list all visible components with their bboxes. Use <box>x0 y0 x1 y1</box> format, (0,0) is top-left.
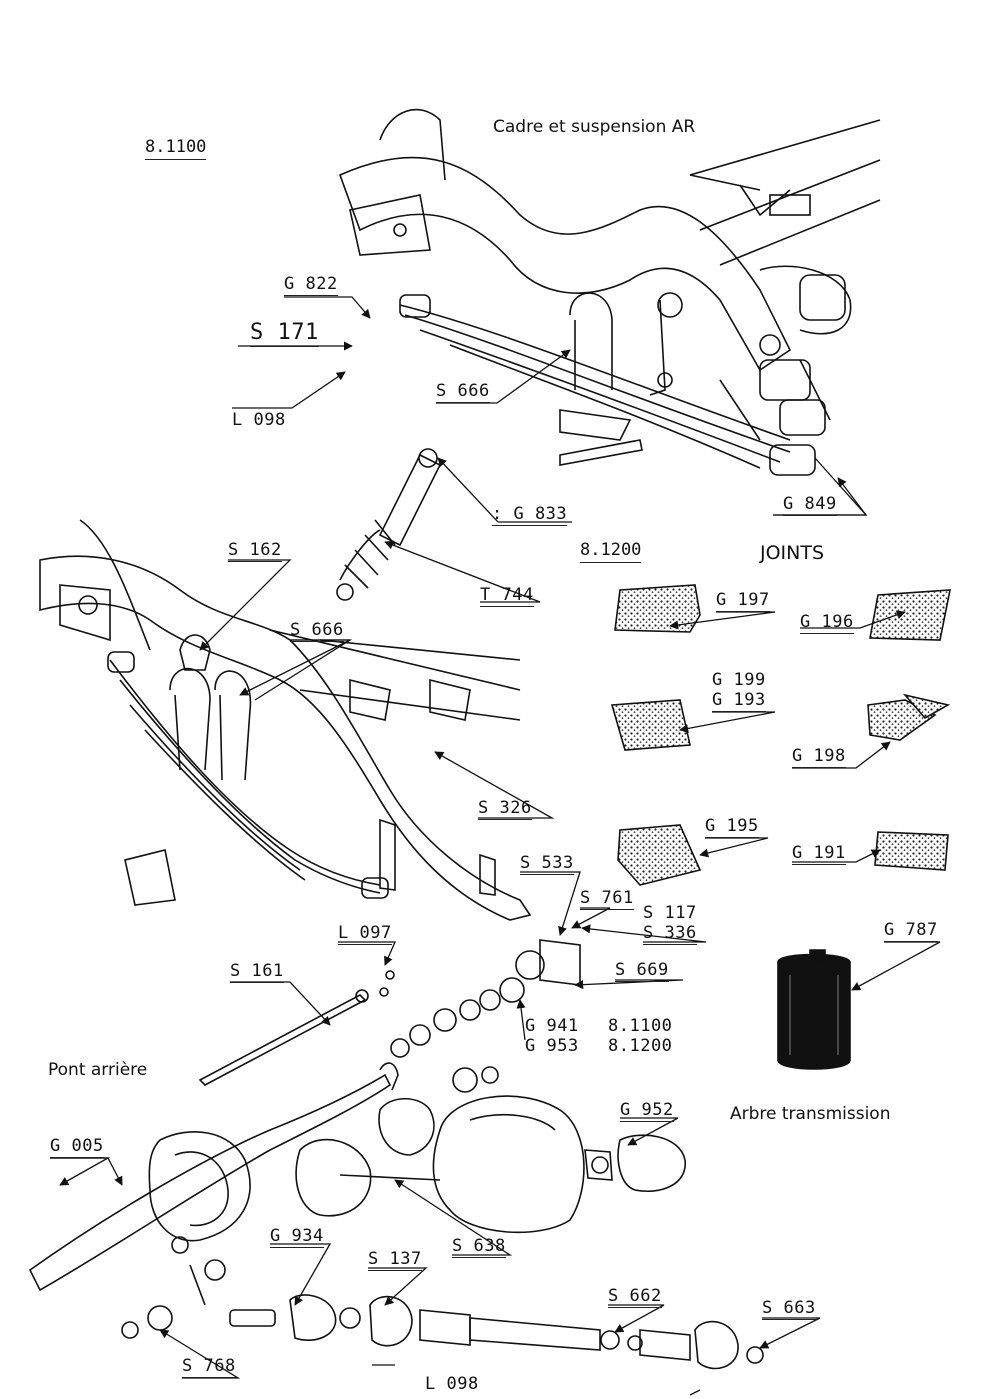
part-label-s162: S 162 <box>228 540 282 562</box>
part-label-s336: S 336 <box>643 923 697 945</box>
axle-shaft <box>198 989 369 1086</box>
part-label-s137: S 137 <box>368 1249 422 1271</box>
section-title-rear-axle: Pont arrière <box>48 1060 148 1080</box>
part-label-g941-ref: 8.1100 <box>608 1016 673 1036</box>
section-title-driveshaft: Arbre transmission <box>730 1104 891 1124</box>
differential-housing <box>295 1095 686 1234</box>
transmission-shaft-train <box>121 1236 764 1370</box>
part-label-s161: S 161 <box>230 961 284 983</box>
part-label-g822: G 822 <box>284 274 338 296</box>
part-label-s638: S 638 <box>452 1236 506 1258</box>
part-label-g941: G 941 <box>525 1016 579 1036</box>
part-label-l097: L 097 <box>338 923 392 945</box>
part-label-g953: G 953 <box>525 1036 579 1056</box>
part-label-t744: T 744 <box>480 585 534 607</box>
part-label-s326: S 326 <box>478 798 532 820</box>
part-label-g953-ref: 8.1200 <box>608 1036 673 1056</box>
rear-axle-housing <box>28 1062 399 1292</box>
part-label-s662: S 662 <box>608 1286 662 1308</box>
shackle-top <box>649 174 852 476</box>
section-title-frame-suspension: Cadre et suspension AR <box>493 117 696 137</box>
part-label-g849: G 849 <box>783 494 837 516</box>
part-label-g934: G 934 <box>270 1226 324 1248</box>
part-label-g198: G 198 <box>792 746 846 768</box>
part-label-l098-bottom: L 098 <box>425 1374 479 1394</box>
part-label-g787: G 787 <box>884 920 938 942</box>
shock-absorber <box>336 448 442 601</box>
reference-8-1100: 8.1100 <box>145 137 207 160</box>
part-label-s669: S 669 <box>615 960 669 982</box>
part-label-s761: S 761 <box>580 888 634 910</box>
part-label-s533: S 533 <box>520 853 574 875</box>
part-label-g952: G 952 <box>620 1100 674 1122</box>
part-label-g193: G 193 <box>712 690 766 712</box>
part-label-g197: G 197 <box>716 590 770 612</box>
part-label-g195: G 195 <box>705 816 759 838</box>
section-title-gaskets: JOINTS <box>760 542 825 564</box>
part-label-s768: S 768 <box>182 1356 236 1378</box>
leaf-spring-middle <box>107 634 389 906</box>
part-label-s666-top: S 666 <box>436 381 490 403</box>
part-label-g196: G 196 <box>800 612 854 634</box>
part-label-s666-middle: S 666 <box>290 620 344 642</box>
leaf-spring-top <box>399 292 791 469</box>
part-label-s663: S 663 <box>762 1298 816 1320</box>
part-label-l098-top: L 098 <box>232 410 286 430</box>
part-label-s117: S 117 <box>643 903 697 923</box>
part-label-g833: : G 833 <box>492 504 568 526</box>
rear-frame-top <box>338 108 881 372</box>
gasket-sealant-can <box>777 949 851 1070</box>
part-label-g199: G 199 <box>712 670 766 690</box>
part-label-g191: G 191 <box>792 843 846 865</box>
part-label-g005: G 005 <box>50 1136 104 1158</box>
reference-8-1200: 8.1200 <box>580 540 642 563</box>
gasket-set <box>610 584 951 886</box>
part-label-s171: S 171 <box>250 320 319 347</box>
